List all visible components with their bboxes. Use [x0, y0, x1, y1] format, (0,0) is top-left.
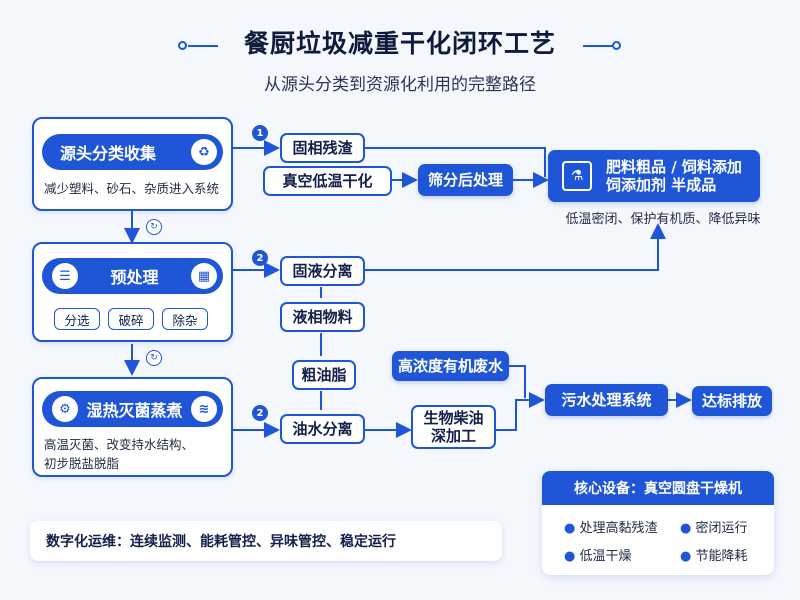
title-decoration-right-dot — [612, 41, 621, 50]
node-sewage-system: 污水处理系统 — [545, 384, 668, 416]
pretreatment-tag: 破碎 — [108, 308, 154, 330]
stage-source-collection: 源头分类收集 ♻ 减少塑料、砂石、杂质进入系统 — [32, 117, 233, 211]
document-icon: ☰ — [52, 263, 78, 289]
node-high-concentration-wastewater: 高浓度有机废水 — [392, 351, 509, 381]
node-crude-oil: 粗油脂 — [292, 360, 356, 390]
core-equipment-item: ● 处理高黏残渣 — [564, 521, 658, 536]
line-high-conc-to-sewage — [509, 365, 526, 398]
settings-icon: ⚙ — [52, 396, 78, 422]
stage-sterilization-label: 湿热灭菌蒸煮 — [86, 401, 183, 420]
pretreatment-tag: 分选 — [54, 308, 100, 330]
arrow-biodiesel-to-sewage — [496, 392, 545, 431]
recycle-icon: ♻ — [191, 139, 217, 165]
bullet-icon: ● — [680, 521, 696, 536]
node-discharge: 达标排放 — [692, 386, 772, 416]
stage-source-collection-header: 源头分类收集 ♻ — [42, 134, 223, 170]
node-screening: 筛分后处理 — [418, 164, 513, 196]
title-decoration-right — [583, 45, 613, 47]
core-equipment-item: ● 密闭运行 — [680, 521, 748, 536]
node-product-label: 肥料粗品 / 饲料添加 饲添加剂 半成品 — [606, 158, 742, 194]
stage-source-collection-label: 源头分类收集 — [60, 144, 157, 163]
step-badge-1: 1 — [252, 125, 268, 141]
stage-source-collection-note: 减少塑料、砂石、杂质进入系统 — [44, 181, 220, 196]
step-badge-2: 2 — [252, 250, 268, 266]
stage-sterilization-header: ⚙ 湿热灭菌蒸煮 ≋ — [42, 391, 223, 427]
flow-indicator-icon: ↻ — [146, 219, 162, 235]
bullet-icon: ● — [564, 549, 580, 564]
line-solid-residue-to-product — [365, 147, 546, 177]
product-note: 低温密闭、保护有机质、降低异味 — [565, 212, 761, 227]
digital-operations-text: 数字化运维：连续监测、能耗管控、异味管控、稳定运行 — [46, 534, 396, 550]
stage-sterilization-note: 高温灭菌、改变持水结构、 初步脱盐脱脂 — [44, 435, 229, 473]
stage-sterilization: ⚙ 湿热灭菌蒸煮 ≋ 高温灭菌、改变持水结构、 初步脱盐脱脂 — [32, 377, 233, 477]
stage-pretreatment-label: 预处理 — [110, 268, 159, 287]
flow-indicator-icon: ↻ — [146, 350, 162, 366]
arrow-solid-liquid-to-product — [365, 223, 666, 271]
cubes-icon: ▦ — [191, 263, 217, 289]
stage-sterilization-note-line: 高温灭菌、改变持水结构、 — [44, 437, 195, 452]
pretreatment-tag: 除杂 — [162, 308, 208, 330]
factory-icon: ⚗ — [562, 161, 592, 191]
page-title: 餐厨垃圾减重干化闭环工艺 — [243, 29, 556, 58]
stage-pretreatment-header: ☰ 预处理 ▦ — [42, 258, 223, 294]
node-liquid-material: 液相物料 — [280, 302, 365, 332]
core-equipment-title: 核心设备：真空圆盘干燥机 — [542, 471, 774, 505]
core-equipment-item: ● 节能降耗 — [680, 549, 748, 564]
title-decoration-left — [188, 45, 218, 47]
core-equipment-panel: 核心设备：真空圆盘干燥机 ● 处理高黏残渣 ● 密闭运行 ● 低温干燥 ● 节能… — [542, 471, 774, 575]
stage-sterilization-note-line: 初步脱盐脱脂 — [44, 456, 120, 471]
stage-pretreatment: ☰ 预处理 ▦ 分选 破碎 除杂 — [32, 242, 233, 342]
digital-operations-banner: 数字化运维：连续监测、能耗管控、异味管控、稳定运行 — [30, 521, 502, 561]
node-solid-liquid-separation: 固液分离 — [280, 256, 365, 286]
title-decoration-left-dot — [178, 41, 187, 50]
step-badge-3: 2 — [252, 405, 268, 421]
node-product: ⚗ 肥料粗品 / 饲料添加 饲添加剂 半成品 — [548, 150, 760, 202]
steam-icon: ≋ — [191, 396, 217, 422]
bullet-icon: ● — [564, 521, 580, 536]
page-subtitle: 从源头分类到资源化利用的完整路径 — [264, 75, 536, 95]
node-oil-water-separation: 油水分离 — [280, 414, 365, 444]
bullet-icon: ● — [680, 549, 696, 564]
node-biodiesel: 生物柴油 深加工 — [411, 405, 496, 449]
node-vacuum-drying: 真空低温干化 — [263, 166, 392, 196]
core-equipment-item: ● 低温干燥 — [564, 549, 632, 564]
node-solid-residue: 固相残渣 — [280, 133, 365, 163]
